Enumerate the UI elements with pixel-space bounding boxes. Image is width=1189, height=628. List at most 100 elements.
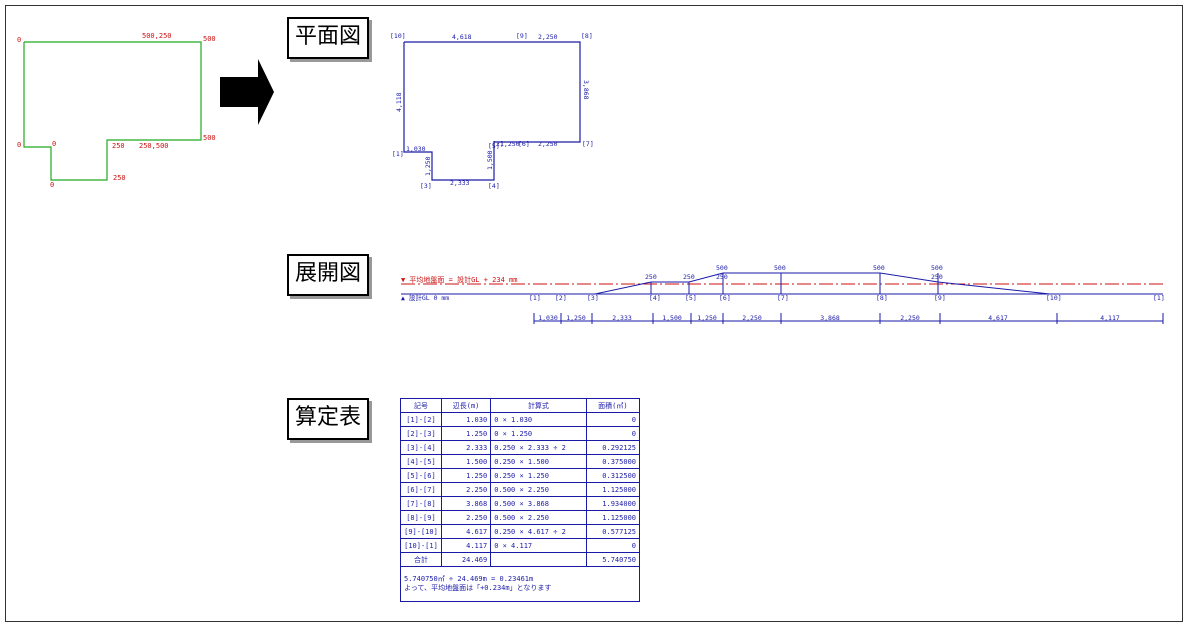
- plan-node: [3]: [420, 182, 432, 190]
- row-length: 1.030: [440, 412, 492, 427]
- sketch-label: 250: [113, 174, 126, 182]
- dev-node: [5]: [685, 294, 697, 302]
- dev-height: 500: [774, 264, 786, 272]
- row-formula: 0.250 × 4.617 ÷ 2: [490, 524, 587, 539]
- total-label: 合計: [400, 552, 442, 567]
- plan-node: [1]: [392, 150, 404, 158]
- row-length: 4.617: [440, 524, 492, 539]
- plan-diagram: [10] [9] [8] [1] [6] [7] [2] [3] [4] [5]…: [390, 32, 594, 190]
- table-title: 算定表: [287, 398, 369, 440]
- dev-node: [2]: [555, 294, 567, 302]
- total-area: 5.740750: [585, 552, 641, 567]
- dev-segment: 2,250: [900, 314, 920, 322]
- dev-segment: 1,250: [697, 314, 717, 322]
- row-id: [9]-[10]: [400, 524, 442, 539]
- row-area: 1.934000: [585, 496, 641, 511]
- dev-segment: 4,617: [988, 314, 1008, 322]
- row-area: 0.375000: [585, 454, 641, 469]
- plan-node: [4]: [488, 182, 500, 190]
- sketch-label: 0: [52, 140, 56, 148]
- table-header: 記号: [400, 398, 442, 413]
- row-area: 0.312500: [585, 468, 641, 483]
- sketch-label: 250: [112, 142, 125, 150]
- design-gl-label: ▲ 設計GL 0 mm: [401, 293, 449, 302]
- dev-height: 250: [645, 273, 657, 281]
- plan-node: [10]: [390, 32, 406, 40]
- row-id: [3]-[4]: [400, 440, 442, 455]
- row-length: 1.250: [440, 468, 492, 483]
- plan-node: [9]: [516, 32, 528, 40]
- dev-height: 500: [873, 264, 885, 272]
- sketch-label: 250,500: [139, 142, 169, 150]
- row-formula: 0 × 4.117: [490, 538, 587, 553]
- dev-node: [4]: [649, 294, 661, 302]
- development-title: 展開図: [287, 254, 369, 296]
- row-length: 2.250: [440, 510, 492, 525]
- development-diagram: ▼ 平均地盤面 = 設計GL + 234 mm ▲ 設計GL 0 mm [1] …: [401, 264, 1165, 324]
- row-length: 1.250: [440, 426, 492, 441]
- row-area: 0: [585, 538, 641, 553]
- plan-node: [7]: [582, 140, 594, 148]
- row-formula: 0.500 × 3.868: [490, 496, 587, 511]
- row-id: [8]-[9]: [400, 510, 442, 525]
- row-area: 0: [585, 412, 641, 427]
- row-id: [7]-[8]: [400, 496, 442, 511]
- plan-node: [2]: [492, 140, 504, 148]
- row-area: 0: [585, 426, 641, 441]
- transform-arrow-icon: [220, 59, 274, 125]
- row-formula: 0.250 × 1.500: [490, 454, 587, 469]
- height-profile: [594, 272, 1051, 295]
- dev-node: [7]: [777, 294, 789, 302]
- row-formula: 0.250 × 2.333 ÷ 2: [490, 440, 587, 455]
- plan-outline: [403, 41, 581, 181]
- row-formula: 0.250 × 1.250: [490, 468, 587, 483]
- row-area: 1.125000: [585, 510, 641, 525]
- sketch-label: 500: [203, 134, 216, 142]
- row-id: [5]-[6]: [400, 468, 442, 483]
- table-header: 面積(㎡): [585, 398, 641, 413]
- plan-dim: 4,118: [395, 92, 403, 112]
- drawing-frame: [5, 5, 1183, 622]
- dev-node: [8]: [876, 294, 888, 302]
- dev-height: 500: [716, 264, 728, 272]
- row-id: [4]-[5]: [400, 454, 442, 469]
- plan-dim: 4,618: [452, 33, 472, 41]
- row-length: 2.250: [440, 482, 492, 497]
- table-header-row: 記号 辺長(m) 計算式 面積(㎡): [400, 398, 641, 413]
- row-length: 3.868: [440, 496, 492, 511]
- dev-height: 250: [716, 273, 728, 281]
- dev-segment: 2,250: [742, 314, 762, 322]
- note-line-1: 5.740750㎡ ÷ 24.469m = 0.23461m: [404, 575, 534, 583]
- dev-segment: 4,117: [1100, 314, 1120, 322]
- row-id: [1]-[2]: [400, 412, 442, 427]
- sketch-outline: [23, 41, 202, 181]
- plan-dim: 2,333: [450, 179, 470, 187]
- plan-dim: 2,250: [538, 33, 558, 41]
- sketch-label: 0: [17, 141, 21, 149]
- row-id: [2]-[3]: [400, 426, 442, 441]
- plan-title: 平面図: [287, 17, 369, 59]
- total-length: 24.469: [440, 552, 492, 567]
- dev-node: [9]: [934, 294, 946, 302]
- row-length: 4.117: [440, 538, 492, 553]
- row-formula: 0.500 × 2.250: [490, 482, 587, 497]
- table-note-row: 5.740750㎡ ÷ 24.469m = 0.23461m よって、平均地盤面…: [400, 566, 640, 602]
- dev-segment: 3,868: [820, 314, 840, 322]
- plan-dim: 1,250: [424, 156, 432, 176]
- dev-node: [1]: [529, 294, 541, 302]
- row-formula: 0 × 1.250: [490, 426, 587, 441]
- table-note: 5.740750㎡ ÷ 24.469m = 0.23461m よって、平均地盤面…: [400, 566, 640, 602]
- row-length: 1.500: [440, 454, 492, 469]
- plan-dim: 3,868: [582, 80, 590, 100]
- row-formula: 0 × 1.030: [490, 412, 587, 427]
- source-sketch: 0 500,250 500 0 0 250 250,500 500 0 250: [17, 32, 216, 189]
